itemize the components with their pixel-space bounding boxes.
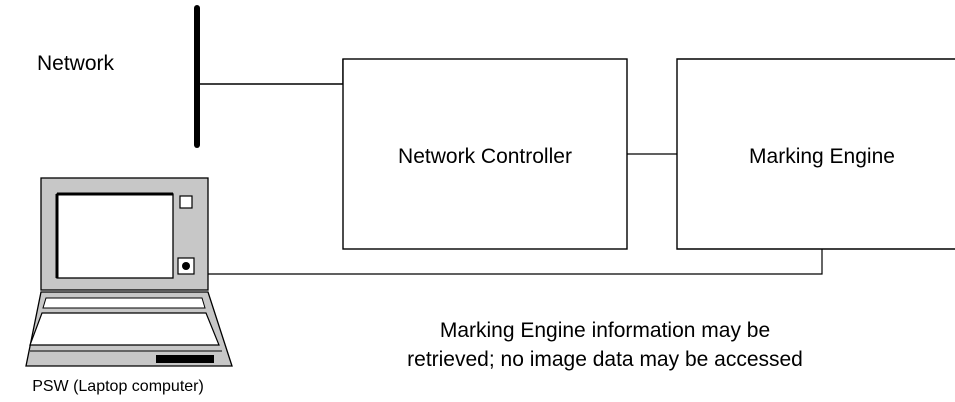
network-to-controller-connector [197, 59, 344, 85]
laptop-label: PSW (Laptop computer) [32, 378, 204, 395]
note-line-1: Marking Engine information may be [440, 319, 770, 342]
marking-engine-label: Marking Engine [749, 145, 895, 168]
marking-engine-box [676, 58, 955, 250]
network-controller-label: Network Controller [398, 145, 572, 168]
note-line-2: retrieved; no image data may be accessed [407, 348, 803, 371]
network-label: Network [37, 52, 115, 75]
laptop-to-engine-connector [207, 249, 823, 275]
laptop-icon [25, 177, 233, 367]
network-controller-box [342, 58, 628, 250]
